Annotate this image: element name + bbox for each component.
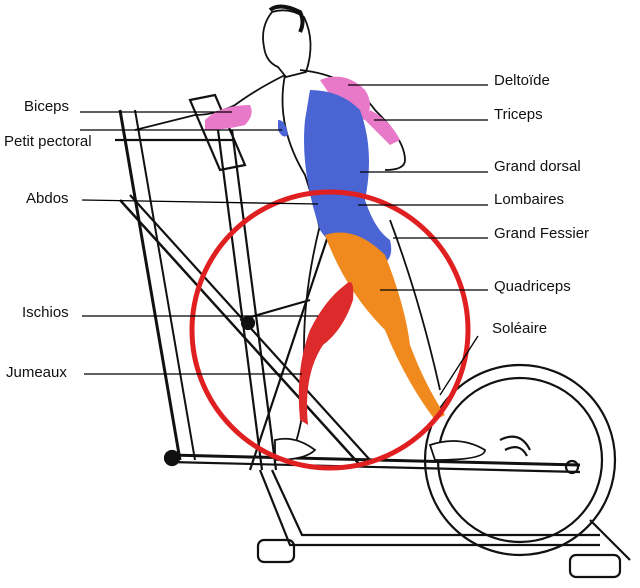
label-quadriceps: Quadriceps [494,278,571,295]
highlight-circle [189,189,471,471]
label-biceps: Biceps [24,98,70,115]
label-ischios: Ischios [22,304,69,321]
back-muscle [304,90,392,265]
petit-pectoral-muscle [278,120,288,137]
label-triceps: Triceps [494,106,543,123]
base-rail [258,469,600,547]
hamstrings-muscle [298,282,354,425]
label-grand-dorsal: Grand dorsal [494,158,581,175]
label-deltoide: Deltoïde [494,72,550,89]
leader-soleaire [439,335,479,396]
label-soleaire: Soléaire [492,320,548,337]
human-figure [134,4,486,461]
quadriceps-muscle [325,232,445,420]
leader-lines [80,84,488,396]
console [188,93,247,172]
leader-abdos [81,199,319,205]
label-jumeaux: Jumeaux [6,364,67,381]
machine-frame [115,93,631,579]
muscle-groups [205,76,445,425]
label-abdos: Abdos [26,190,69,207]
triceps-muscle [365,110,400,145]
label-petit-pectoral: Petit pectoral [4,133,92,150]
label-grand-fessier: Grand Fessier [494,225,590,242]
biceps-muscle [205,105,252,130]
label-lombaires: Lombaires [494,191,565,208]
